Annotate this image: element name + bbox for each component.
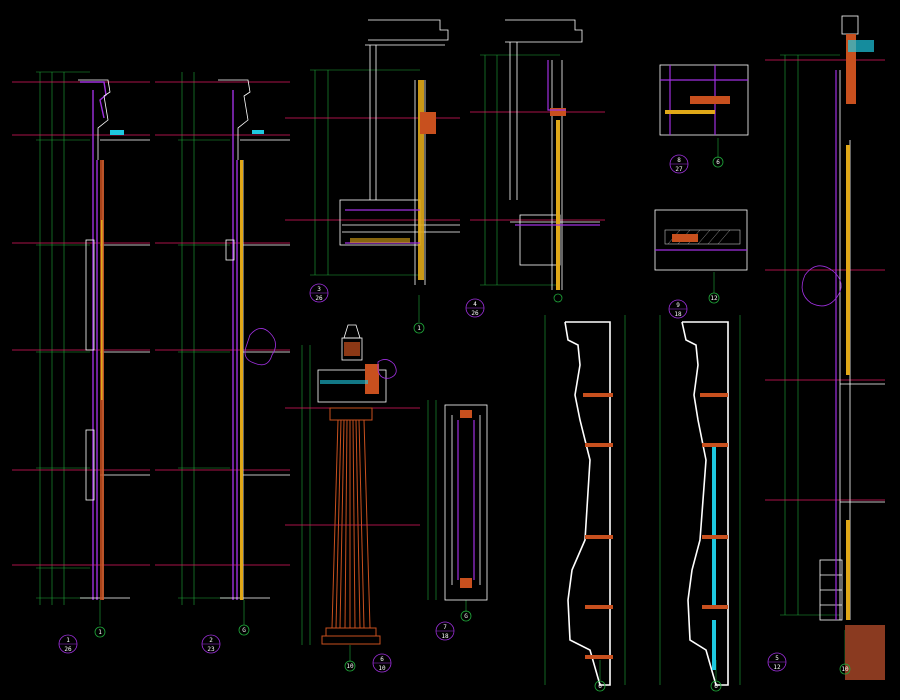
cornice-section-b xyxy=(659,315,741,686)
svg-text:8: 8 xyxy=(677,157,681,164)
wall-section-5 xyxy=(765,15,885,680)
axis-marker-detail-7: G xyxy=(460,610,472,622)
column-6 xyxy=(285,324,420,662)
svg-text:12: 12 xyxy=(773,664,781,671)
wall-section-2 xyxy=(155,72,290,625)
axis-marker-detail-8: 6 xyxy=(712,156,724,168)
detail-bubble-column-6: 6 10 xyxy=(372,653,392,673)
detail-bubble-7: 7 18 xyxy=(435,621,455,641)
svg-text:3: 3 xyxy=(317,286,321,293)
detail-8 xyxy=(659,64,749,158)
svg-text:6: 6 xyxy=(714,683,718,690)
svg-text:18: 18 xyxy=(441,633,449,640)
detail-bubble-section-3: 3 26 xyxy=(309,283,329,303)
axis-marker-detail-9: 12 xyxy=(708,292,720,304)
svg-text:4: 4 xyxy=(473,301,477,308)
svg-text:10: 10 xyxy=(346,663,354,670)
axis-marker-section-4 xyxy=(553,293,563,303)
wall-section-1 xyxy=(12,71,150,625)
wall-section-3 xyxy=(285,19,460,322)
detail-bubble-section-2: 2 23 xyxy=(201,634,221,654)
svg-text:G: G xyxy=(464,613,468,620)
svg-text:G: G xyxy=(242,627,246,634)
svg-text:7: 7 xyxy=(443,624,447,631)
detail-bubble-9: 9 18 xyxy=(668,299,688,319)
svg-text:2: 2 xyxy=(209,637,213,644)
svg-text:26: 26 xyxy=(471,310,479,317)
svg-text:6: 6 xyxy=(716,159,720,166)
svg-text:26: 26 xyxy=(315,295,323,302)
svg-text:18: 18 xyxy=(674,311,682,318)
detail-9 xyxy=(654,209,748,293)
svg-text:12: 12 xyxy=(710,295,718,302)
svg-text:1: 1 xyxy=(98,629,102,636)
svg-text:6: 6 xyxy=(598,683,602,690)
detail-bubble-section-1: 1 26 xyxy=(58,634,78,654)
svg-text:6: 6 xyxy=(380,656,384,663)
detail-bubble-section-5: 5 12 xyxy=(767,652,787,672)
detail-bubble-8: 8 27 xyxy=(669,154,689,174)
svg-text:1: 1 xyxy=(66,637,70,644)
svg-text:27: 27 xyxy=(675,166,683,173)
axis-marker-column-6: 10 xyxy=(344,660,356,672)
axis-marker-cornice-a: 6 xyxy=(594,680,606,692)
svg-text:9: 9 xyxy=(676,302,680,309)
detail-bubble-section-4: 4 26 xyxy=(465,298,485,318)
axis-marker-section-2: G xyxy=(238,624,250,636)
svg-text:10: 10 xyxy=(378,665,386,672)
svg-text:23: 23 xyxy=(207,646,215,653)
axis-marker-cornice-b: 6 xyxy=(710,680,722,692)
detail-7 xyxy=(427,400,488,612)
axis-marker-section-1: 1 xyxy=(94,626,106,638)
wall-section-4 xyxy=(470,19,605,290)
svg-text:26: 26 xyxy=(64,646,72,653)
svg-text:1: 1 xyxy=(417,325,421,332)
svg-text:5: 5 xyxy=(775,655,779,662)
axis-marker-section-5: 10 xyxy=(839,663,851,675)
axis-marker-section-3: 1 xyxy=(413,322,425,334)
svg-text:10: 10 xyxy=(841,666,849,673)
